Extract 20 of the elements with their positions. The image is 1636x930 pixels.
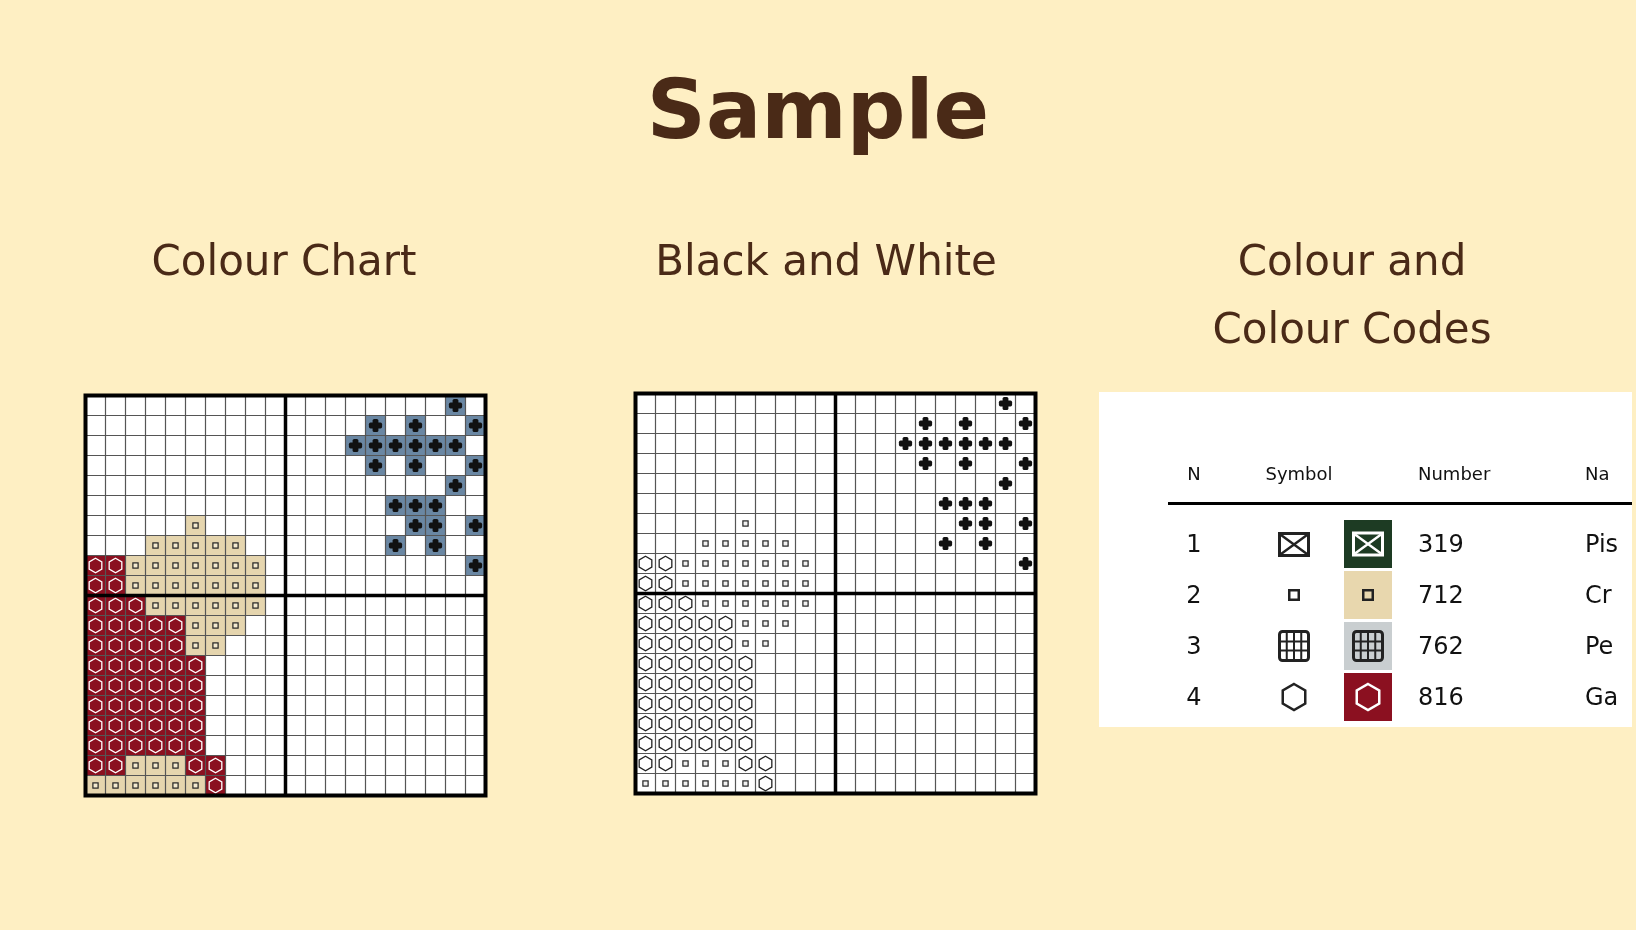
section-heading: Colour and Colour Codes [1212, 236, 1492, 353]
thread-name: Ga [1585, 682, 1619, 712]
section-heading: Black and White [655, 236, 997, 285]
thread-number: 816 [1418, 682, 1464, 712]
thread-name: Pe [1585, 631, 1614, 661]
column-header: Number [1418, 463, 1491, 485]
thread-number: 319 [1418, 529, 1464, 559]
thread-number: 712 [1418, 580, 1464, 610]
page-title: Sample [646, 62, 990, 157]
row-number: 4 [1186, 682, 1202, 712]
row-number: 3 [1186, 631, 1202, 661]
column-header: N [1187, 463, 1201, 485]
thread-name: Cr [1585, 580, 1612, 610]
thread-name: Pis [1585, 529, 1619, 559]
row-number: 1 [1186, 529, 1202, 559]
column-header: Na [1585, 463, 1610, 485]
column-header: Symbol [1265, 463, 1333, 485]
section-heading: Colour Chart [151, 236, 417, 285]
row-number: 2 [1186, 580, 1202, 610]
thread-number: 762 [1418, 631, 1464, 661]
